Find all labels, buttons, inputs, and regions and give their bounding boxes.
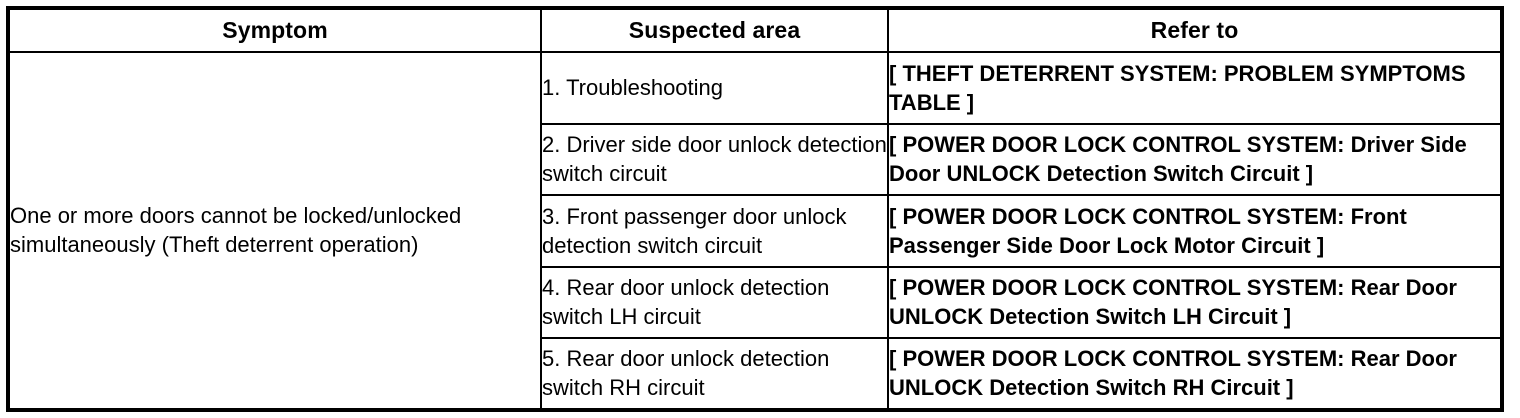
suspected-area-text: 1. Troubleshooting — [542, 75, 724, 101]
symptom-cell: One or more doors cannot be locked/unloc… — [8, 51, 542, 411]
symptom-text: One or more doors cannot be locked/unloc… — [10, 203, 462, 258]
suspected-area-cell: 4. Rear door unlock detection switch LH … — [540, 265, 889, 339]
suspected-area-text: 4. Rear door unlock detection switch LH … — [542, 275, 830, 330]
refer-to-cell: [ POWER DOOR LOCK CONTROL SYSTEM: Rear D… — [887, 337, 1502, 410]
suspected-area-cell: 5. Rear door unlock detection switch RH … — [540, 337, 889, 410]
suspected-area-text: 2. Driver side door unlock detection swi… — [542, 132, 887, 187]
table-row: 4. Rear door unlock detection switch LH … — [8, 265, 1502, 339]
refer-to-text: [ POWER DOOR LOCK CONTROL SYSTEM: Driver… — [889, 132, 1467, 187]
refer-to-text: [ THEFT DETERRENT SYSTEM: PROBLEM SYMPTO… — [889, 60, 1466, 115]
table-row: 2. Driver side door unlock detection swi… — [8, 122, 1502, 196]
suspected-area-cell: 1. Troubleshooting — [540, 51, 889, 125]
table-row: One or more doors cannot be locked/unloc… — [8, 51, 1502, 411]
table-header: Symptom Suspected area Refer to — [8, 7, 1502, 53]
suspected-area-text: 5. Rear door unlock detection switch RH … — [542, 346, 830, 401]
suspected-area-cell: 2. Driver side door unlock detection swi… — [540, 122, 889, 196]
column-header-symptom: Symptom — [8, 7, 542, 53]
refer-to-cell: [ POWER DOOR LOCK CONTROL SYSTEM: Driver… — [887, 122, 1502, 196]
refer-to-cell: [ POWER DOOR LOCK CONTROL SYSTEM: Front … — [887, 194, 1502, 268]
suspected-area-text: 3. Front passenger door unlock detection… — [542, 203, 847, 258]
column-header-refer-to: Refer to — [887, 7, 1502, 53]
suspected-area-cell: 3. Front passenger door unlock detection… — [540, 194, 889, 268]
refer-to-text: [ POWER DOOR LOCK CONTROL SYSTEM: Rear D… — [889, 346, 1457, 401]
refer-to-cell: [ THEFT DETERRENT SYSTEM: PROBLEM SYMPTO… — [887, 51, 1502, 125]
header-row: Symptom Suspected area Refer to — [8, 7, 1502, 53]
refer-to-cell: [ POWER DOOR LOCK CONTROL SYSTEM: Rear D… — [887, 265, 1502, 339]
table-body: One or more doors cannot be locked/unloc… — [8, 51, 1502, 411]
table-row: 5. Rear door unlock detection switch RH … — [8, 337, 1502, 410]
column-header-suspected-area: Suspected area — [540, 7, 889, 53]
table-row: 3. Front passenger door unlock detection… — [8, 194, 1502, 268]
refer-to-text: [ POWER DOOR LOCK CONTROL SYSTEM: Front … — [889, 203, 1407, 258]
symptom-diagnosis-table: Symptom Suspected area Refer to One or m… — [6, 6, 1504, 412]
refer-to-text: [ POWER DOOR LOCK CONTROL SYSTEM: Rear D… — [889, 275, 1457, 330]
